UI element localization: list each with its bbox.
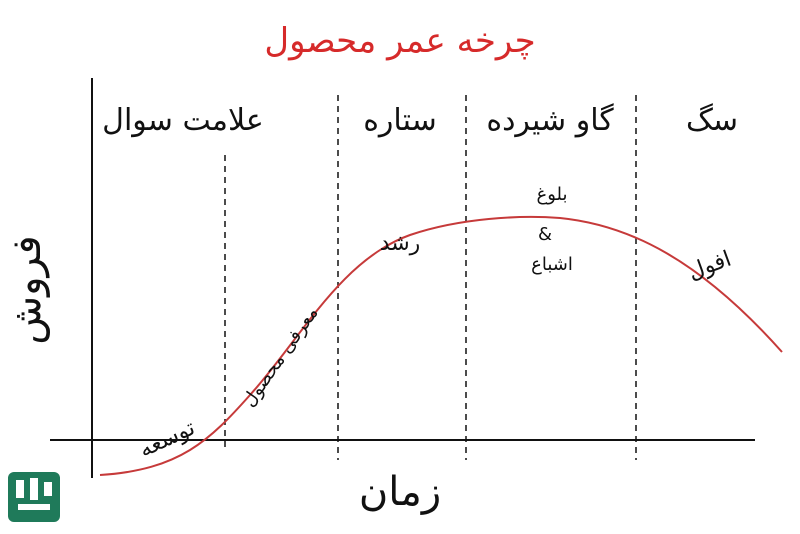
stage-decline-label: افول	[685, 247, 735, 286]
stage-maturity-ampersand: &	[538, 224, 552, 245]
diagram-title: چرخه عمر محصول	[264, 21, 535, 61]
stage-growth-label: رشد	[380, 231, 421, 256]
stage-maturity-label: بلوغ	[536, 184, 567, 205]
category-question-mark: علامت سوال	[102, 103, 264, 138]
category-star: ستاره	[363, 103, 437, 138]
category-dog: سگ	[686, 103, 738, 138]
logo-icon	[8, 472, 60, 522]
category-cash-cow: گاو شیرده	[486, 103, 614, 138]
y-axis-label: فروش	[4, 235, 50, 344]
stage-introduction-label: معرفی محصول	[238, 303, 322, 411]
life-cycle-curve	[99, 215, 783, 476]
stage-saturation-label: اشباع	[531, 254, 573, 275]
stage-development-label: توسعه	[136, 415, 199, 462]
x-axis-label: زمان	[359, 469, 441, 515]
